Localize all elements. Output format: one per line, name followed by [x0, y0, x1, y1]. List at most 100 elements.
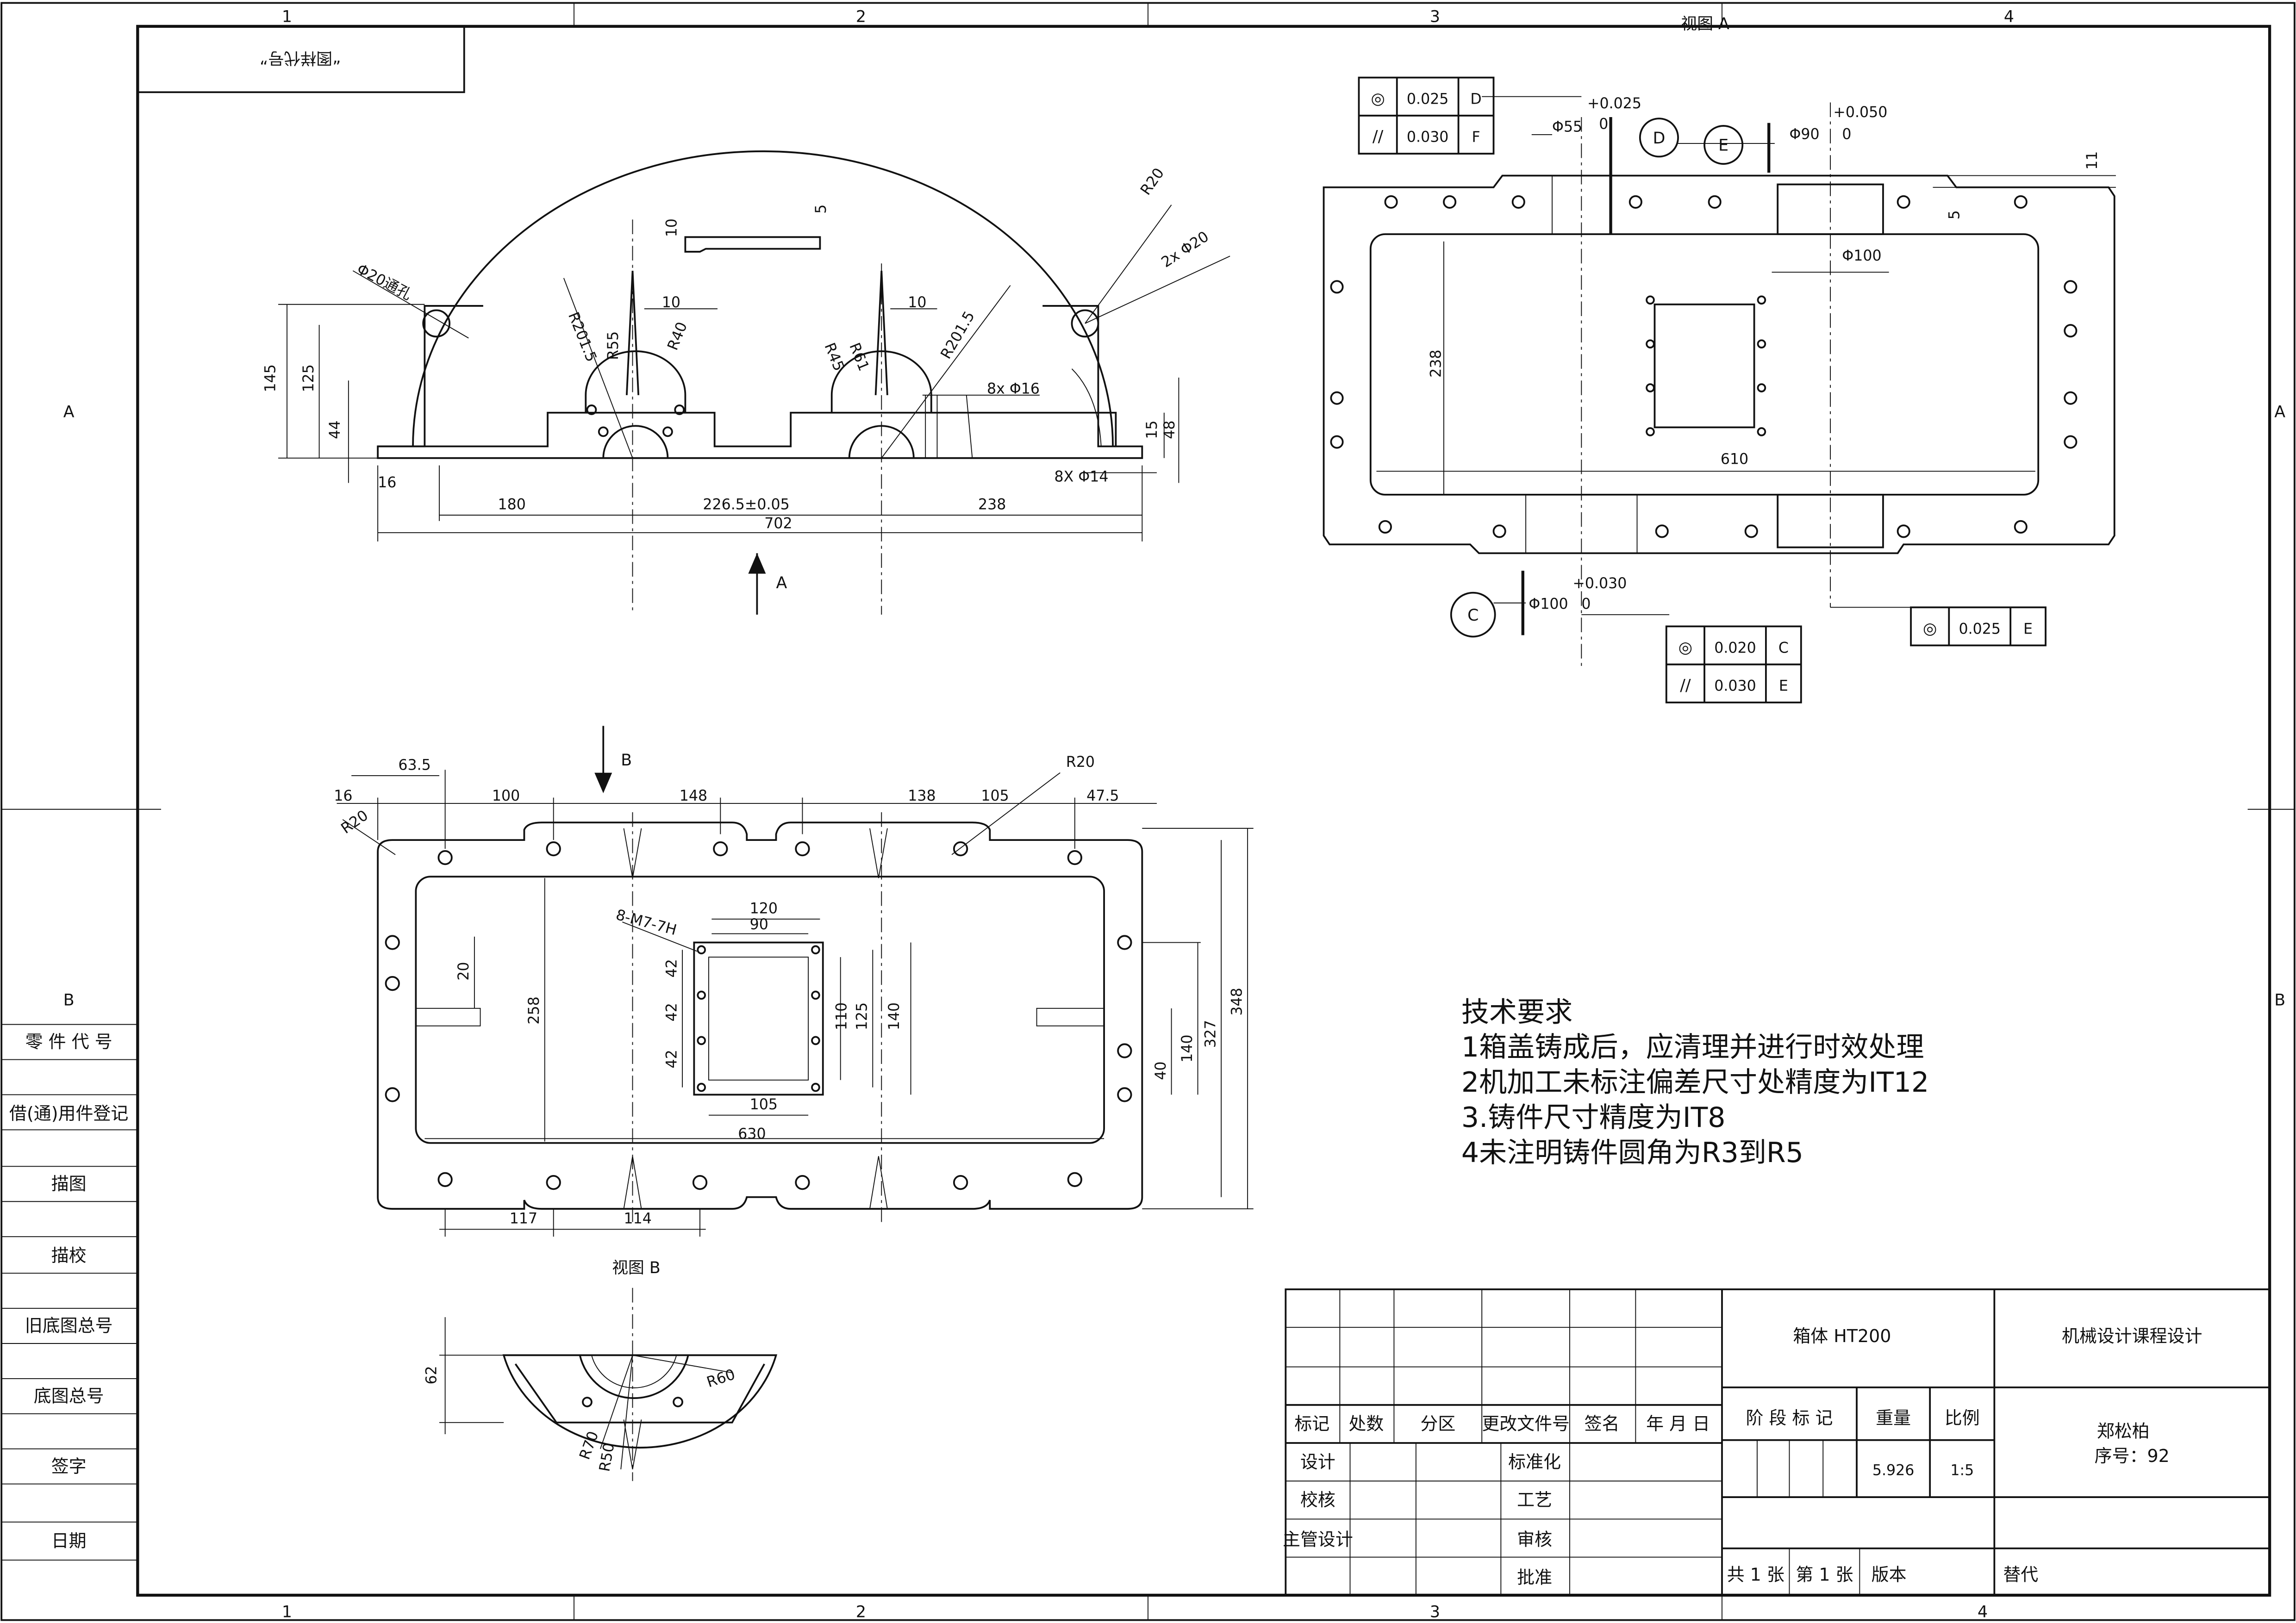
front-dim-44: 44	[327, 420, 343, 439]
side-label-part-code: 零 件 代 号	[25, 1032, 112, 1052]
front-dim-r201-5-left: R201.5	[565, 310, 600, 364]
mirrored-drawing-code: “图样代号”	[260, 49, 341, 67]
tb-replace: 替代	[2003, 1564, 2038, 1585]
tb-design: 设计	[1300, 1452, 1335, 1472]
zone-col-2-top: 2	[856, 7, 866, 26]
top-dim-r20-left: R20	[338, 807, 371, 837]
zone-col-1-bottom: 1	[282, 1603, 292, 1621]
tb-header-zone: 分区	[1420, 1414, 1455, 1434]
zone-col-3-bottom: 3	[1430, 1603, 1440, 1621]
tol-datum-par-e: E	[1779, 678, 1788, 695]
tech-req-item-1: 1箱盖铸成后，应清理并进行时效处理	[1461, 1031, 1924, 1063]
front-view-dim-lines	[278, 205, 1230, 615]
tb-author: 郑松柏	[2097, 1421, 2150, 1441]
datum-e-label: E	[1718, 137, 1728, 155]
view-a-geometry	[1323, 102, 2115, 666]
top-dim-125: 125	[854, 1002, 871, 1030]
view-a-dim-phi55-tol-up: +0.025	[1587, 95, 1641, 112]
front-dim-8x-phi16: 8x Φ16	[987, 381, 1040, 398]
tol-symbol-par-f: //	[1373, 128, 1384, 146]
top-dim-100: 100	[492, 788, 520, 804]
view-a-dim-phi100-tol-low: 0	[1581, 596, 1591, 613]
view-b-dim-62: 62	[424, 1366, 440, 1384]
top-dim-327: 327	[1203, 1020, 1219, 1048]
top-dim-114: 114	[624, 1211, 652, 1227]
tol-symbol-coax-c: ◎	[1678, 638, 1692, 657]
front-dim-r40: R40	[664, 320, 691, 353]
tb-header-mark: 标记	[1294, 1414, 1329, 1434]
front-dim-16: 16	[378, 474, 396, 491]
side-label-base-no: 底图总号	[34, 1386, 104, 1406]
title-block-grid	[1285, 1288, 2271, 1596]
tb-scale-label: 比例	[1945, 1408, 1980, 1428]
tol-symbol-coax-e: ◎	[1923, 619, 1937, 638]
tol-symbol-par-e: //	[1680, 677, 1691, 695]
front-dim-10-a: 10	[663, 218, 680, 237]
front-dim-238: 238	[978, 496, 1006, 513]
tb-seq-number: 序号：92	[2095, 1446, 2170, 1466]
view-a-dim-phi55-tol-low: 0	[1599, 116, 1608, 132]
view-a-dim-11: 11	[2084, 151, 2101, 170]
front-view-geometry	[377, 150, 1143, 615]
front-dim-r61: R61	[846, 341, 872, 373]
front-dim-125: 125	[300, 364, 317, 392]
tb-header-change-doc: 更改文件号	[1482, 1414, 1570, 1434]
tb-check: 校核	[1300, 1490, 1335, 1510]
view-a-dim-phi90-tol-up: +0.050	[1833, 104, 1887, 121]
top-dim-105: 105	[981, 788, 1009, 804]
view-a-dim-5: 5	[1946, 210, 1963, 219]
top-dim-630: 630	[738, 1126, 766, 1142]
zone-col-2-bottom: 2	[856, 1603, 866, 1621]
tol-value-coax-c: 0.020	[1714, 640, 1756, 656]
top-section-label-b: B	[621, 751, 632, 770]
tb-chief-design: 主管设计	[1283, 1529, 1353, 1549]
tb-weight-value: 5.926	[1872, 1462, 1915, 1479]
front-dim-r20: R20	[1137, 165, 1167, 199]
tb-process: 工艺	[1517, 1490, 1552, 1510]
tb-stage-mark: 阶 段 标 记	[1746, 1408, 1833, 1428]
tb-review: 审核	[1517, 1529, 1552, 1549]
front-dim-48: 48	[1161, 420, 1178, 439]
front-dim-r55: R55	[605, 331, 622, 360]
tb-standardization: 标准化	[1508, 1452, 1561, 1472]
tb-weight-label: 重量	[1876, 1408, 1911, 1428]
top-dim-140-inner: 140	[886, 1002, 903, 1030]
top-dim-90: 90	[750, 916, 768, 933]
front-dim-2x-phi20: 2x Φ20	[1159, 228, 1212, 271]
zone-row-a-left: A	[63, 403, 75, 421]
view-b-title: 视图 B	[612, 1259, 661, 1277]
top-dim-117: 117	[510, 1211, 537, 1227]
tol-symbol-coax-d: ◎	[1371, 90, 1385, 108]
front-dim-r45: R45	[821, 341, 847, 373]
front-dim-145: 145	[262, 364, 279, 392]
view-a-dim-phi90-tol-low: 0	[1842, 126, 1851, 143]
zone-col-3-top: 3	[1430, 7, 1440, 26]
zone-col-1-top: 1	[282, 7, 292, 26]
view-a-dim-phi90: Φ90	[1790, 126, 1820, 143]
top-dim-47-5: 47.5	[1086, 788, 1119, 804]
view-a-title: 视图 A	[1681, 15, 1729, 33]
side-label-trace-check: 描校	[51, 1245, 87, 1266]
view-b-geometry	[439, 1287, 778, 1481]
top-dim-42-a: 42	[663, 959, 680, 977]
tb-course-name: 机械设计课程设计	[2062, 1326, 2202, 1346]
side-register-grid	[1, 1024, 138, 1561]
top-dim-42-c: 42	[663, 1050, 680, 1068]
top-dim-258: 258	[526, 996, 543, 1024]
top-dim-120: 120	[750, 900, 778, 917]
view-a-dim-phi55: Φ55	[1552, 119, 1582, 136]
tb-sheet-number: 第 1 张	[1796, 1564, 1853, 1585]
datum-d-label: D	[1653, 129, 1666, 148]
zone-row-a-right: A	[2274, 403, 2285, 421]
tb-header-count: 处数	[1348, 1414, 1384, 1434]
side-label-borrowed-parts: 借(通)用件登记	[9, 1103, 128, 1124]
front-dim-180: 180	[498, 496, 526, 513]
tol-value-coax-d: 0.025	[1407, 91, 1449, 108]
tol-value-coax-e: 0.025	[1959, 621, 2001, 637]
tol-datum-coax-e: E	[2023, 621, 2033, 637]
tol-datum-coax-c: C	[1778, 640, 1789, 656]
side-label-tracing: 描图	[51, 1174, 87, 1194]
top-dim-40: 40	[1153, 1062, 1169, 1080]
